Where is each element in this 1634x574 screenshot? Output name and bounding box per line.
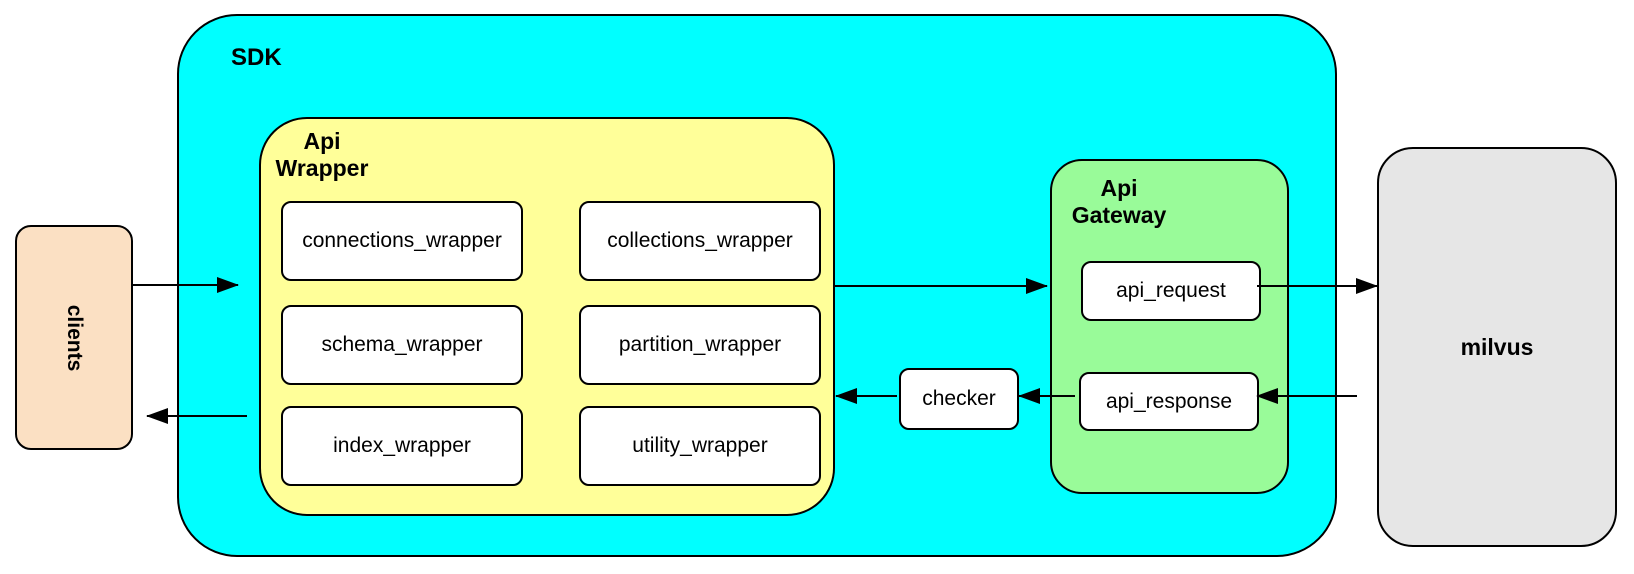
sdk-container: SDK Api Wrapper connections_wrapper coll… bbox=[177, 14, 1337, 557]
clients-node: clients bbox=[15, 225, 133, 450]
api-wrapper-label-line2: Wrapper bbox=[275, 155, 369, 182]
api-request-node: api_request bbox=[1081, 261, 1261, 321]
api-gateway-label: Api Gateway bbox=[1071, 175, 1167, 229]
api-gateway-container: Api Gateway api_request api_response bbox=[1050, 159, 1289, 494]
sdk-label: SDK bbox=[231, 44, 282, 71]
schema-wrapper-node: schema_wrapper bbox=[281, 305, 523, 385]
utility-wrapper-node: utility_wrapper bbox=[579, 406, 821, 486]
api-wrapper-container: Api Wrapper connections_wrapper collecti… bbox=[259, 117, 835, 516]
api-response-node: api_response bbox=[1079, 372, 1259, 431]
api-wrapper-label-line1: Api bbox=[303, 128, 341, 154]
connections-wrapper-node: connections_wrapper bbox=[281, 201, 523, 281]
milvus-node: milvus bbox=[1377, 147, 1617, 547]
checker-node: checker bbox=[899, 368, 1019, 430]
api-gateway-label-line1: Api bbox=[1100, 175, 1138, 201]
clients-label: clients bbox=[63, 304, 86, 371]
collections-wrapper-node: collections_wrapper bbox=[579, 201, 821, 281]
api-wrapper-label: Api Wrapper bbox=[267, 128, 377, 182]
partition-wrapper-node: partition_wrapper bbox=[579, 305, 821, 385]
index-wrapper-node: index_wrapper bbox=[281, 406, 523, 486]
api-gateway-label-line2: Gateway bbox=[1071, 202, 1167, 229]
